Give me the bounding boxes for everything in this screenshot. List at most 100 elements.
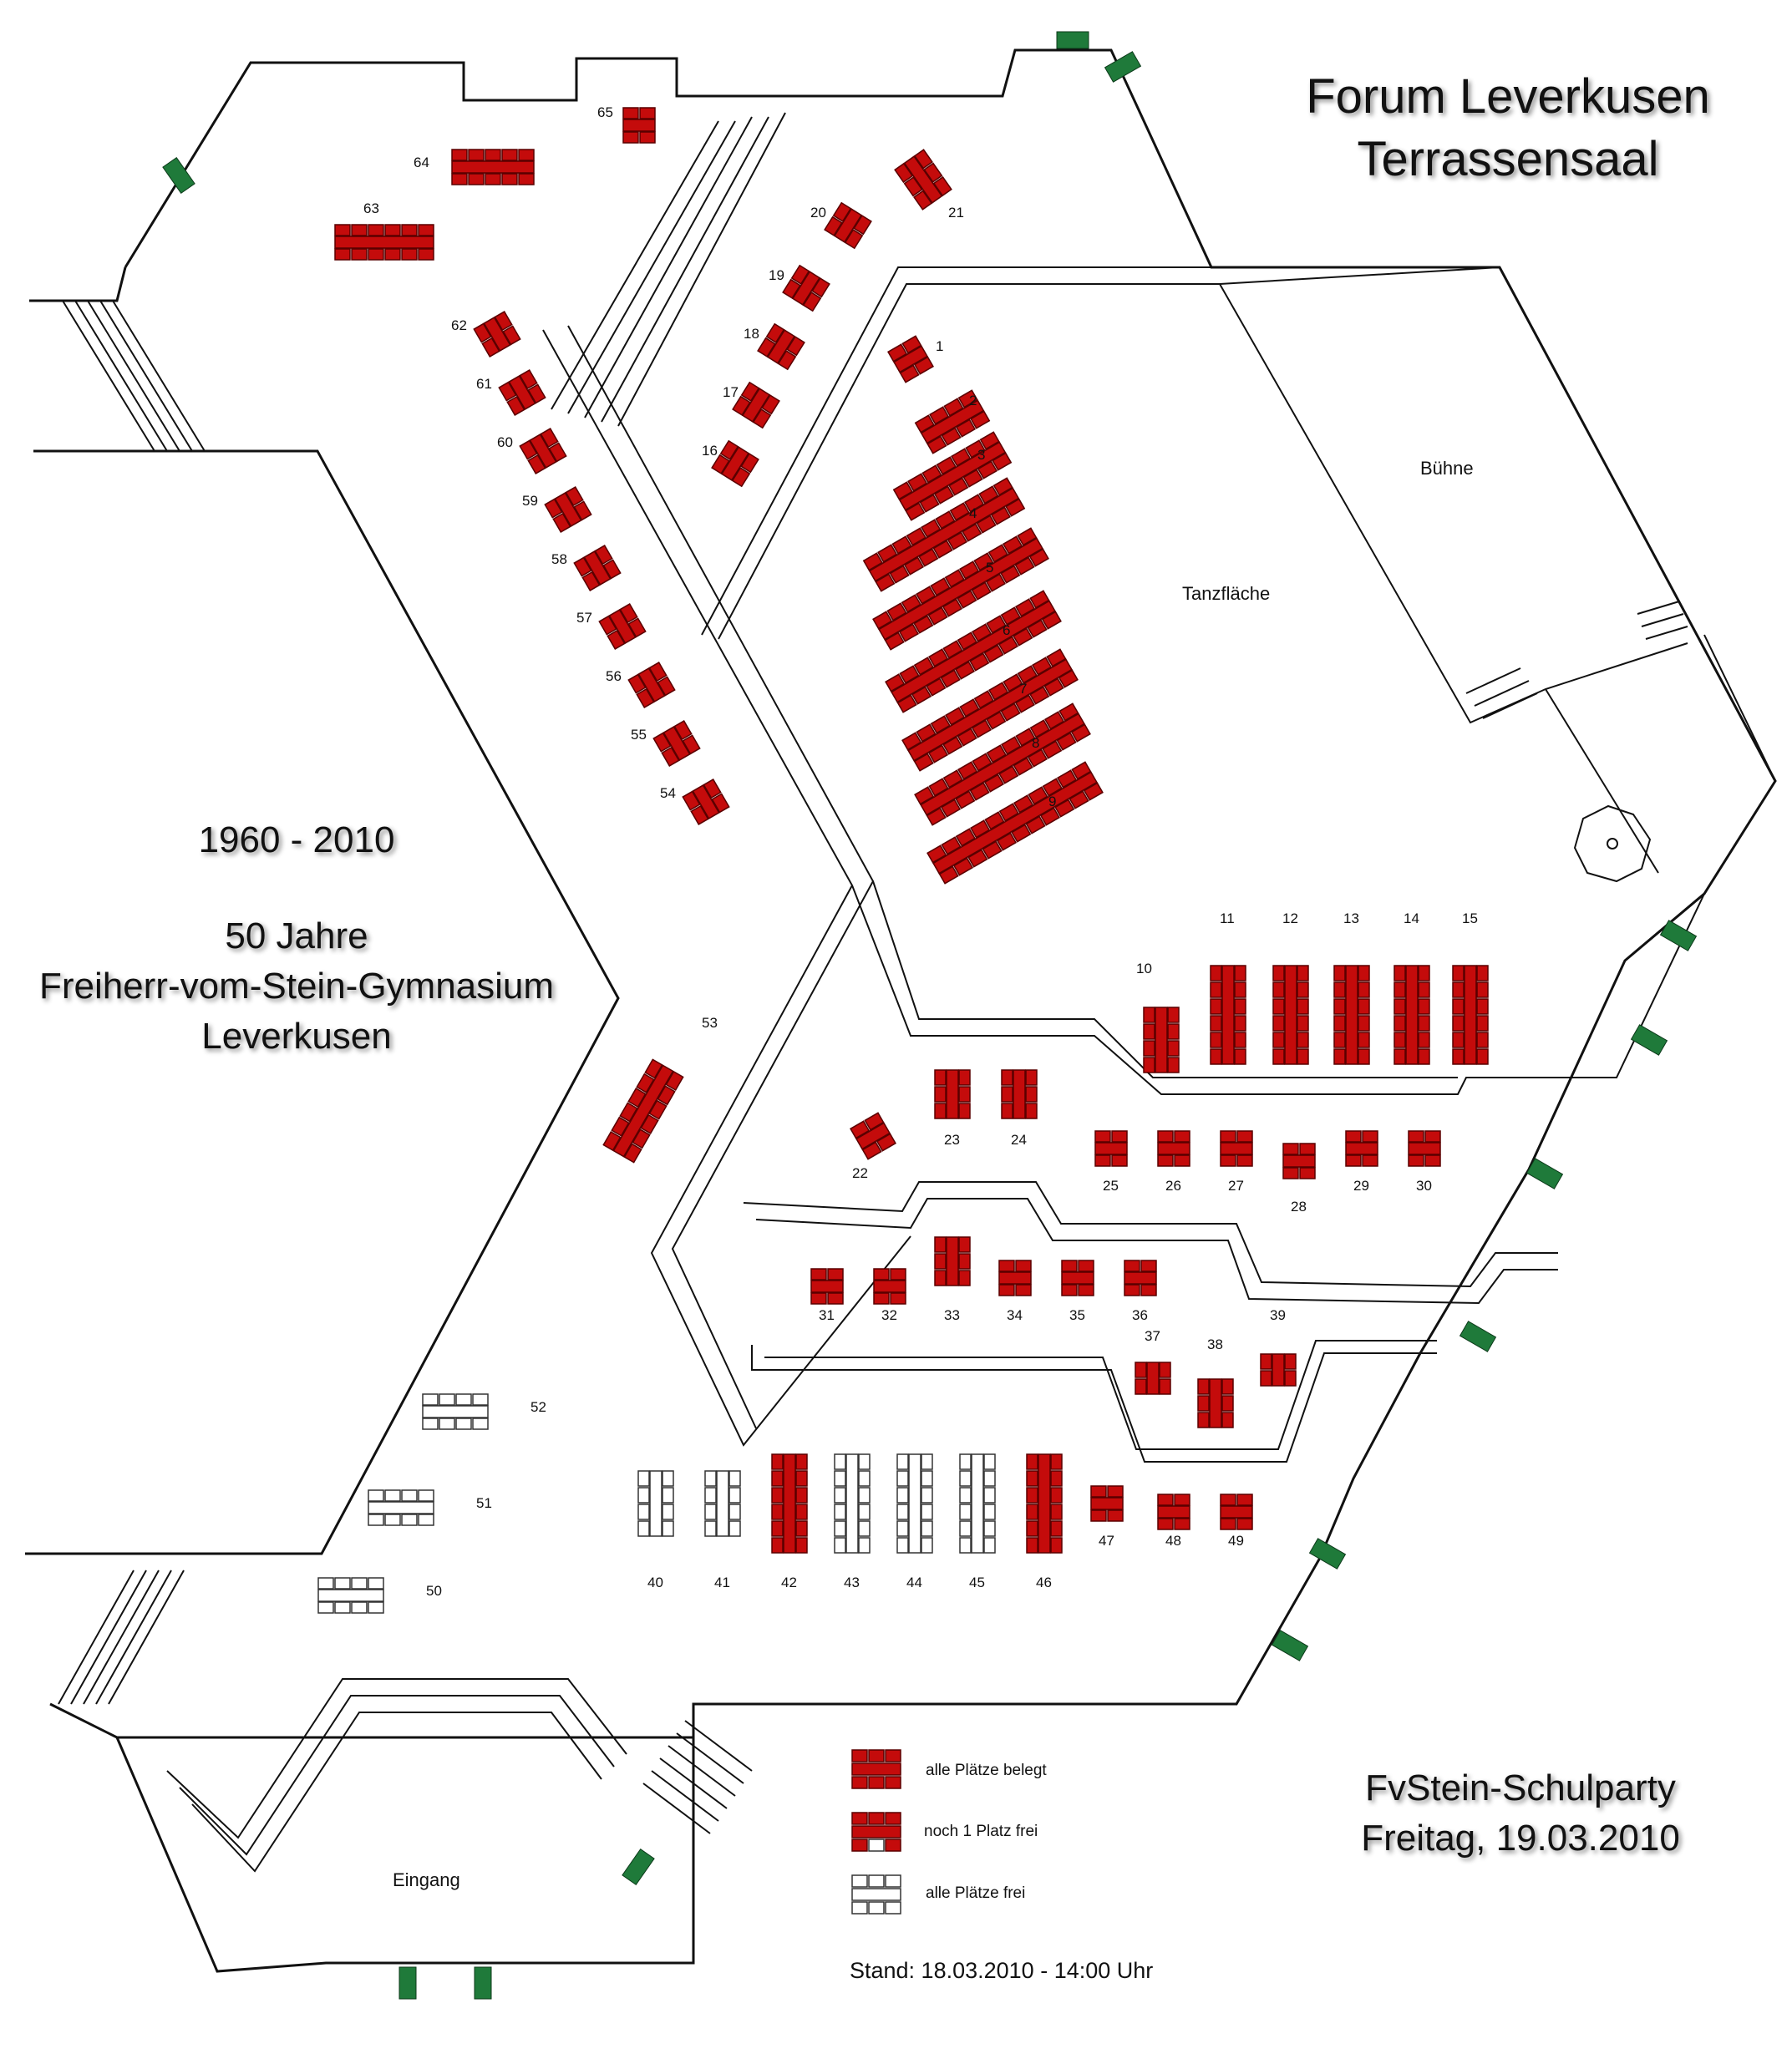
chair xyxy=(959,698,980,718)
table-number-label: 31 xyxy=(819,1307,835,1323)
chair xyxy=(959,1470,972,1487)
chair xyxy=(1418,1032,1430,1048)
chair xyxy=(892,481,913,500)
chair xyxy=(1358,1015,1370,1032)
chair xyxy=(1424,1130,1441,1143)
chair xyxy=(1143,1040,1155,1057)
chair xyxy=(935,510,956,530)
chair xyxy=(1167,1057,1180,1073)
chair xyxy=(704,1470,717,1487)
chair xyxy=(959,1453,972,1470)
chair xyxy=(832,201,852,222)
chair xyxy=(971,719,992,738)
chair xyxy=(955,828,976,847)
chair xyxy=(682,790,701,811)
chair xyxy=(368,224,384,236)
exit-sign-icon xyxy=(622,1849,655,1885)
chair xyxy=(1061,1260,1078,1272)
chair xyxy=(795,1453,808,1470)
chair xyxy=(782,278,801,299)
table-46 xyxy=(1026,1453,1063,1554)
chair xyxy=(1026,1487,1038,1504)
chair xyxy=(864,1112,885,1131)
chair xyxy=(565,486,584,507)
chair xyxy=(983,1504,996,1520)
chair xyxy=(1014,694,1035,713)
chair xyxy=(1107,1509,1124,1522)
table-top xyxy=(583,550,612,586)
chair xyxy=(1031,657,1053,676)
chair xyxy=(1418,981,1430,998)
chair xyxy=(969,782,990,801)
chair xyxy=(637,1487,650,1504)
table-number-label: 14 xyxy=(1404,910,1419,926)
table-top xyxy=(946,1236,959,1286)
chair xyxy=(896,1453,909,1470)
chair xyxy=(886,602,907,621)
chair xyxy=(455,1393,472,1406)
chair xyxy=(983,773,1004,793)
table-top xyxy=(1345,1142,1378,1155)
chair xyxy=(926,677,947,697)
chair xyxy=(934,1069,947,1086)
chair xyxy=(384,1489,401,1502)
table-15 xyxy=(1452,965,1489,1065)
chair xyxy=(942,640,963,659)
table-top xyxy=(891,600,1056,703)
table-top xyxy=(1209,1378,1222,1428)
chair xyxy=(1210,1032,1222,1048)
chair xyxy=(1174,1518,1190,1530)
table-3 xyxy=(892,431,1013,521)
chair xyxy=(986,615,1007,634)
chair xyxy=(351,1601,368,1614)
chair xyxy=(1220,1154,1236,1167)
chair xyxy=(1140,1284,1157,1296)
table-top xyxy=(716,1470,729,1537)
chair xyxy=(1418,998,1430,1015)
chair xyxy=(401,1514,418,1526)
legend-swatch-occupied xyxy=(851,1749,901,1789)
chair xyxy=(1042,740,1063,759)
table-number-label: 64 xyxy=(414,155,429,170)
table-number-label: 12 xyxy=(1282,910,1298,926)
chair xyxy=(972,623,992,642)
chair xyxy=(1167,1040,1180,1057)
chair xyxy=(1297,1032,1309,1048)
chair xyxy=(455,1418,472,1430)
chair xyxy=(1221,1395,1234,1412)
chair xyxy=(501,149,518,161)
chair xyxy=(1043,711,1065,730)
chair xyxy=(632,1128,651,1149)
table-number-label: 2 xyxy=(969,393,977,408)
chair xyxy=(850,1120,871,1139)
table-top xyxy=(1157,1505,1190,1519)
chair xyxy=(983,1487,996,1504)
table-top xyxy=(1282,1154,1316,1168)
status-timestamp: Stand: 18.03.2010 - 14:00 Uhr xyxy=(850,1958,1153,1983)
chair xyxy=(1159,1362,1171,1378)
stairs-entrance xyxy=(642,1720,753,1834)
chair xyxy=(958,1253,971,1270)
chair xyxy=(1070,723,1091,743)
anniversary-line2: Freiherr-vom-Stein-Gymnasium xyxy=(39,966,554,1007)
chair xyxy=(858,1470,871,1487)
table-top xyxy=(907,658,1073,762)
chair xyxy=(954,661,975,680)
chair xyxy=(1025,1086,1038,1103)
table-39 xyxy=(1260,1353,1297,1387)
table-37 xyxy=(1135,1362,1171,1395)
chair xyxy=(795,1470,808,1487)
chair xyxy=(890,1268,906,1281)
chair xyxy=(648,1099,668,1120)
chair xyxy=(1174,1154,1190,1167)
chair xyxy=(1210,965,1222,981)
chair xyxy=(885,673,906,692)
chair xyxy=(1234,998,1246,1015)
chair xyxy=(942,736,963,755)
table-55 xyxy=(652,720,701,767)
chair xyxy=(1061,1284,1078,1296)
chair xyxy=(1054,799,1075,818)
chair xyxy=(913,615,934,634)
chair xyxy=(1001,736,1022,755)
chair xyxy=(959,1520,972,1537)
